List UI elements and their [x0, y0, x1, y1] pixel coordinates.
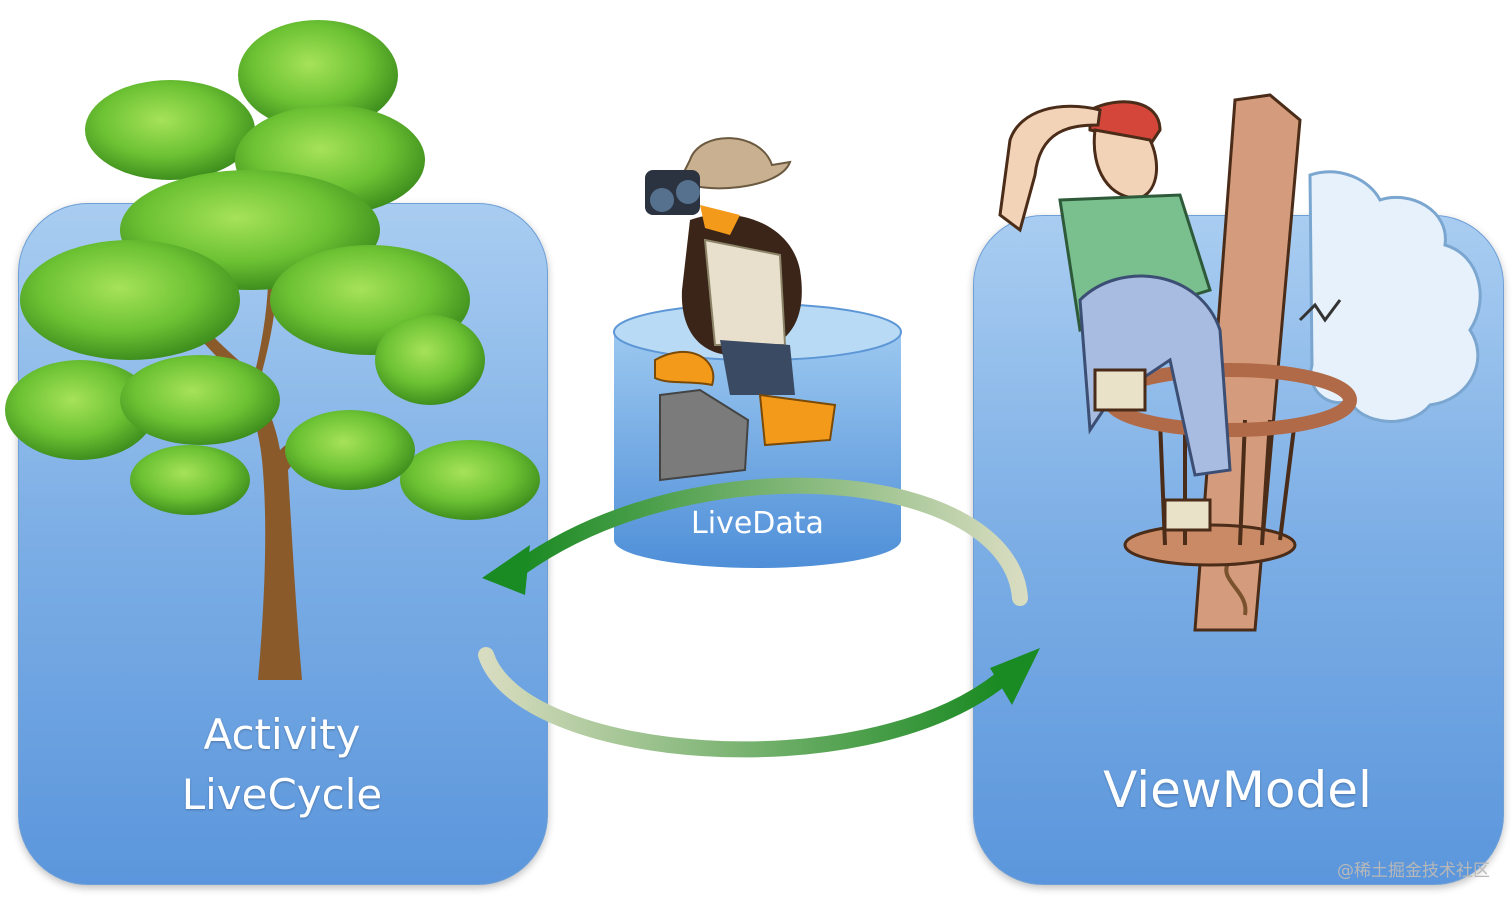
livedata-label: LiveData	[691, 506, 824, 541]
arrow-to-viewmodel	[478, 647, 1040, 758]
watermark: @稀土掘金技术社区	[1337, 861, 1490, 881]
tree-illustration	[5, 20, 540, 680]
activity-lifecycle-label: Activity LiveCycle	[181, 710, 383, 819]
sailor-lookout-illustration	[998, 93, 1482, 632]
penguin-explorer-illustration	[645, 137, 837, 482]
viewmodel-label: ViewModel	[1103, 761, 1372, 819]
arrow-to-activity	[482, 477, 1028, 606]
